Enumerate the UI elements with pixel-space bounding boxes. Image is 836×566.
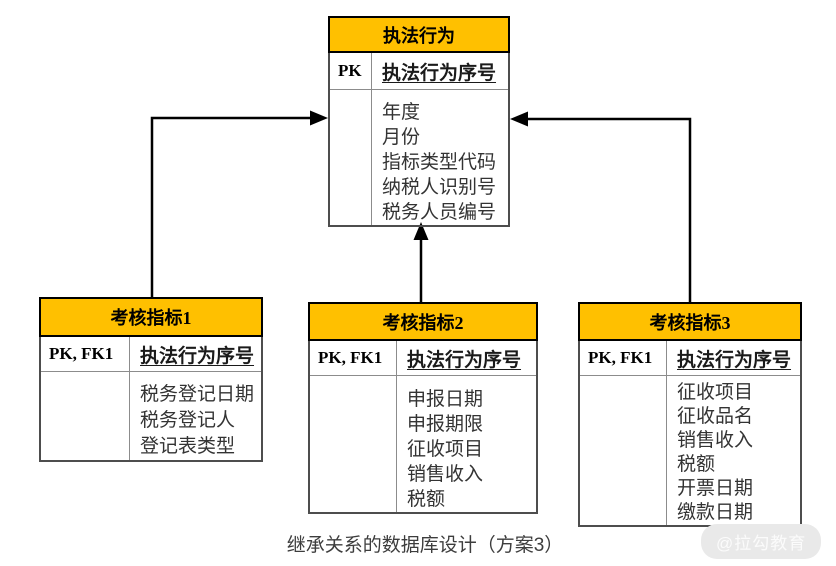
entity-title: 执法行为 [328,16,510,53]
attribute: 税务登记人 [140,410,236,431]
attribute: 指标类型代码 [382,152,497,173]
attributes-row: 税务登记日期 税务登记人 登记表类型 [41,372,261,460]
entity-body: PK 执法行为序号 年度 月份 指标类型代码 纳税人识别号 税务人员编号 [328,53,510,227]
attribute: 纳税人识别号 [382,177,497,198]
entity-law-enforcement: 执法行为 PK 执法行为序号 年度 月份 指标类型代码 纳税人识别号 税务人员编… [328,16,510,227]
primary-key-row: PK, FK1 执法行为序号 [41,337,261,372]
key-label: PK [330,53,372,89]
attributes-list: 年度 月份 指标类型代码 纳税人识别号 税务人员编号 [372,90,508,225]
attributes-row: 征收项目 征收品名 销售收入 税额 开票日期 缴款日期 [580,376,800,525]
attributes-row: 年度 月份 指标类型代码 纳税人识别号 税务人员编号 [330,90,508,225]
attribute: 申报日期 [407,389,484,410]
attributes-list: 税务登记日期 税务登记人 登记表类型 [130,372,261,460]
key-attribute: 执法行为序号 [677,349,792,371]
entity-title: 考核指标2 [308,302,538,341]
arrowhead-left-icon [510,111,528,127]
attributes-list: 征收项目 征收品名 销售收入 税额 开票日期 缴款日期 [667,376,800,525]
attribute: 税额 [407,489,446,510]
primary-key-row: PK 执法行为序号 [330,53,508,90]
attribute: 月份 [382,127,421,148]
attribute: 征收品名 [677,406,754,427]
diagram-caption: 继承关系的数据库设计（方案3） [286,535,564,556]
connector-child2-to-parent [413,222,429,302]
attribute: 税务人员编号 [382,202,497,223]
attribute: 年度 [382,102,421,123]
connector-child1-to-parent [150,110,328,297]
entity-indicator-1: 考核指标1 PK, FK1 执法行为序号 税务登记日期 税务登记人 登记表类型 [39,297,263,462]
connector-child3-to-parent [510,111,692,302]
entity-body: PK, FK1 执法行为序号 税务登记日期 税务登记人 登记表类型 [39,337,263,462]
key-label: PK, FK1 [580,341,667,375]
attributes-row: 申报日期 申报期限 征收项目 销售收入 税额 [310,376,536,512]
attribute: 税务登记日期 [140,384,255,405]
entity-title: 考核指标3 [578,302,802,341]
attributes-gutter [580,376,667,525]
primary-key-row: PK, FK1 执法行为序号 [580,341,800,376]
attribute: 征收项目 [407,439,484,460]
attributes-gutter [41,372,130,460]
entity-body: PK, FK1 执法行为序号 征收项目 征收品名 销售收入 税额 开票日期 缴款… [578,341,802,527]
attribute: 登记表类型 [140,436,236,457]
entity-body: PK, FK1 执法行为序号 申报日期 申报期限 征收项目 销售收入 税额 [308,341,538,514]
attribute: 征收项目 [677,382,754,403]
entity-indicator-3: 考核指标3 PK, FK1 执法行为序号 征收项目 征收品名 销售收入 税额 开… [578,302,802,527]
key-attribute: 执法行为序号 [140,345,255,367]
attributes-gutter [310,376,397,512]
key-attribute: 执法行为序号 [382,62,497,84]
key-label: PK, FK1 [310,341,397,375]
entity-title: 考核指标1 [39,297,263,337]
attribute: 申报期限 [407,414,484,435]
attributes-gutter [330,90,372,225]
attribute: 缴款日期 [677,502,754,523]
key-attribute: 执法行为序号 [407,349,522,371]
attribute: 开票日期 [677,478,754,499]
arrowhead-right-icon [310,110,328,126]
primary-key-row: PK, FK1 执法行为序号 [310,341,536,376]
watermark-badge: @拉勾教育 [701,524,822,559]
key-label: PK, FK1 [41,337,130,371]
arrowhead-up-icon [413,222,429,240]
attributes-list: 申报日期 申报期限 征收项目 销售收入 税额 [397,376,536,512]
attribute: 销售收入 [407,464,484,485]
attribute: 税额 [677,454,716,475]
attribute: 销售收入 [677,430,754,451]
entity-indicator-2: 考核指标2 PK, FK1 执法行为序号 申报日期 申报期限 征收项目 销售收入… [308,302,538,514]
